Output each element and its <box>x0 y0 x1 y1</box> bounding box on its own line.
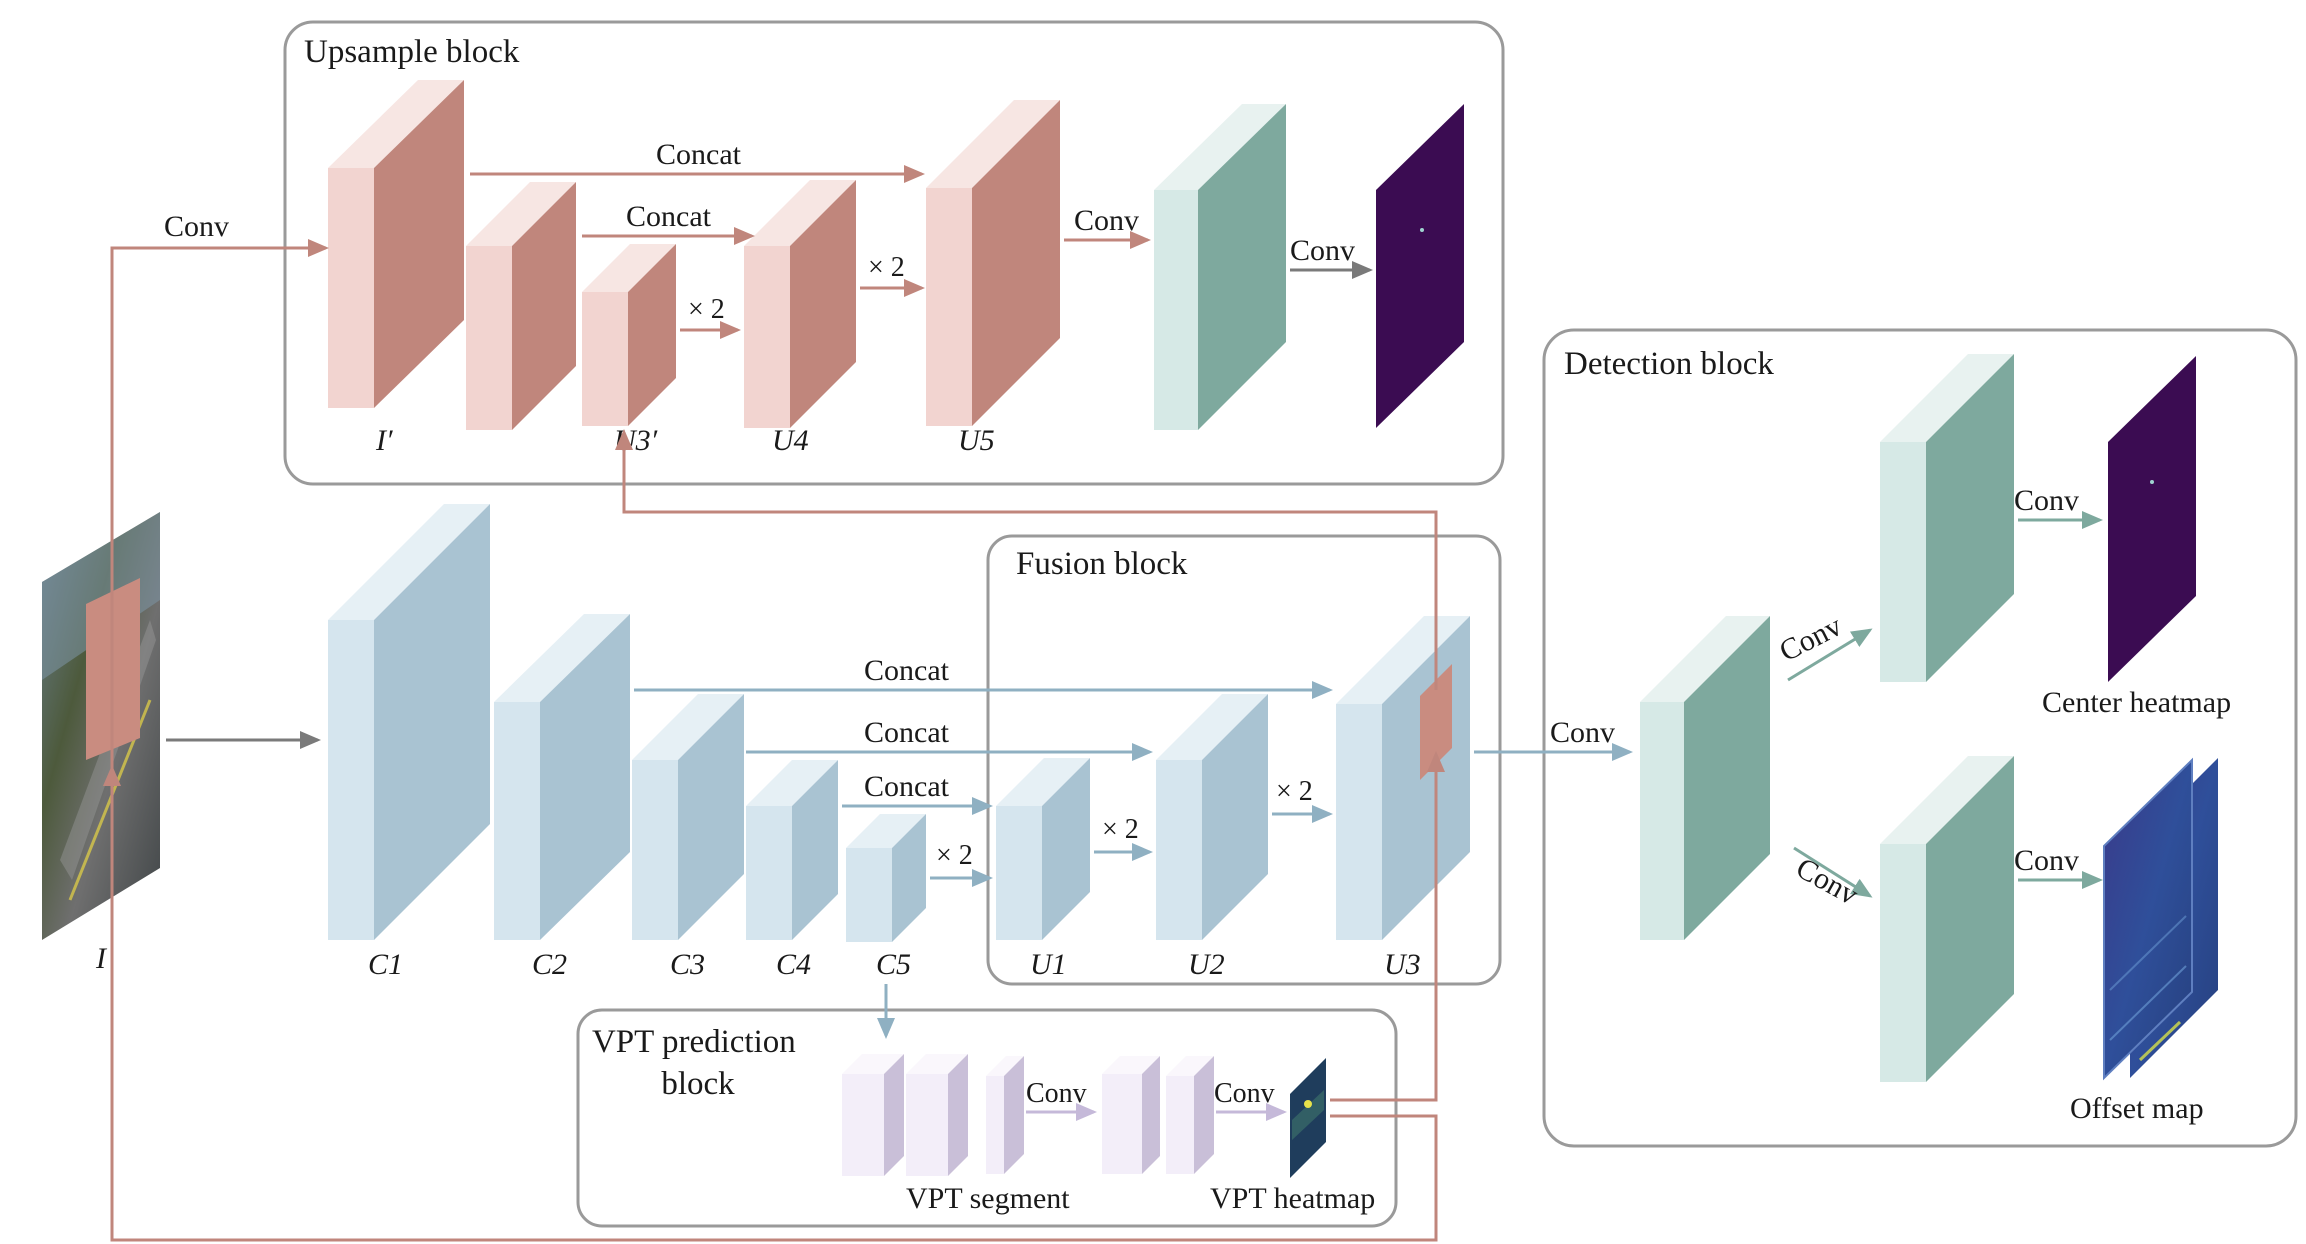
label-concat-C4: Concat <box>864 770 950 803</box>
feature-C4 <box>746 760 838 940</box>
arrow-input-to-I-prime <box>110 239 329 940</box>
label-concat-mid: Concat <box>626 200 712 233</box>
label-U5: U5 <box>958 424 995 457</box>
arrow-U3-to-U3-prime <box>615 429 1438 690</box>
label-concat-top: Concat <box>656 138 742 171</box>
center-heatmap-image <box>2108 356 2196 682</box>
label-U3-prime: U3′ <box>614 424 658 457</box>
feature-U2 <box>1156 694 1268 940</box>
feature-C1 <box>328 504 490 940</box>
label-center-heatmap: Center heatmap <box>2042 686 2231 719</box>
label-U3: U3 <box>1384 948 1421 981</box>
label-conv-offset-branch: Conv <box>1791 851 1864 911</box>
arrow-to-center-branch <box>1787 628 1873 682</box>
feature-C5 <box>846 814 926 942</box>
label-C5: C5 <box>876 948 911 981</box>
vpt-intermediate-stack <box>1102 1056 1214 1174</box>
label-x2-up-1: × 2 <box>688 294 725 325</box>
label-C1: C1 <box>368 948 403 981</box>
fusion-block-outline <box>986 534 1502 986</box>
feature-U5 <box>926 100 1060 426</box>
fusion-block-title: Fusion block <box>1016 546 1188 582</box>
label-x2-U1: × 2 <box>1102 814 1139 845</box>
feature-center-branch <box>1880 354 2014 682</box>
label-conv-center: Conv <box>2014 484 2079 517</box>
label-conv-vpt-2: Conv <box>1214 1078 1275 1109</box>
upsample-block-outline <box>283 20 1505 486</box>
vpt-block-outline <box>576 1008 1398 1228</box>
feature-C3 <box>632 694 744 940</box>
vpt-block-title-line2: block <box>661 1066 735 1102</box>
label-concat-C3: Concat <box>864 716 950 749</box>
label-C3: C3 <box>670 948 705 981</box>
vpt-segment-stack <box>842 1054 1024 1176</box>
label-x2-U2: × 2 <box>1276 776 1313 807</box>
label-vpt-heatmap: VPT heatmap <box>1210 1182 1375 1215</box>
feature-offset-branch <box>1880 756 2014 1082</box>
feature-pink-2 <box>466 182 576 430</box>
detection-block-title: Detection block <box>1564 346 1774 382</box>
arrow-to-offset-branch <box>1793 846 1873 898</box>
label-U4: U4 <box>772 424 809 457</box>
label-C2: C2 <box>532 948 567 981</box>
offset-map-image <box>2103 757 2218 1081</box>
label-conv-vpt-1: Conv <box>1026 1078 1087 1109</box>
feature-U3-prime <box>582 244 676 426</box>
label-conv-U5: Conv <box>1074 204 1139 237</box>
feature-upsample-teal <box>1154 104 1286 430</box>
vpt-block-title-line1: VPT prediction <box>592 1024 796 1060</box>
label-conv-to-detection: Conv <box>1550 716 1615 749</box>
detection-block-outline <box>1542 328 2298 1148</box>
label-conv-input: Conv <box>164 210 229 243</box>
label-I-prime: I′ <box>375 424 393 457</box>
label-conv-upsample-out: Conv <box>1290 234 1355 267</box>
label-x2-C5: × 2 <box>936 840 973 871</box>
input-image <box>42 512 160 940</box>
vpt-heatmap-image <box>1290 1058 1326 1178</box>
label-conv-center-branch: Conv <box>1774 609 1847 668</box>
feature-U3 <box>1336 616 1470 940</box>
label-C4: C4 <box>776 948 811 981</box>
upsample-block-title: Upsample block <box>304 34 520 70</box>
arrow-vpt-to-input <box>103 765 1438 1242</box>
feature-U1 <box>996 758 1090 940</box>
label-concat-C2: Concat <box>864 654 950 687</box>
label-offset-map: Offset map <box>2070 1092 2204 1125</box>
feature-C2 <box>494 614 630 940</box>
label-conv-offset: Conv <box>2014 844 2079 877</box>
feature-detection-main <box>1640 616 1770 940</box>
feature-U4 <box>744 180 856 428</box>
label-U1: U1 <box>1030 948 1067 981</box>
upsample-output-heatmap <box>1376 104 1464 428</box>
vpt-block-title: VPT prediction block <box>592 1024 804 1102</box>
label-vpt-segment: VPT segment <box>906 1182 1070 1215</box>
label-x2-up-2: × 2 <box>868 252 905 283</box>
arrow-vpt-to-U3 <box>1330 751 1445 1102</box>
label-I: I <box>95 942 108 975</box>
label-U2: U2 <box>1188 948 1225 981</box>
feature-I-prime <box>328 80 464 408</box>
